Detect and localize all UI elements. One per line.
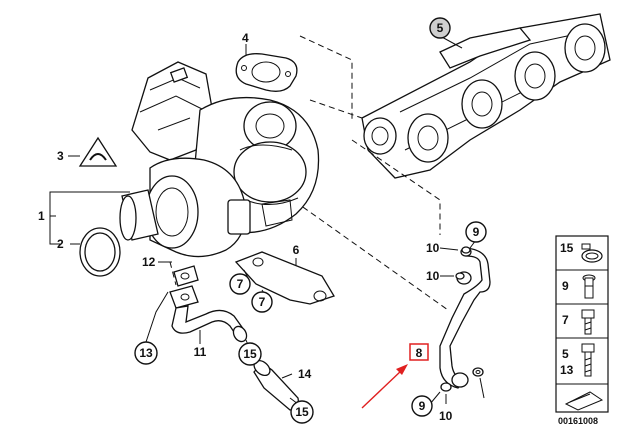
legend-item-15: 15 — [560, 241, 574, 255]
washer-10a[interactable] — [461, 246, 471, 254]
hose-clamp-icon — [581, 243, 603, 263]
stud-bolt-icon — [581, 343, 595, 377]
turbocharger[interactable] — [119, 61, 320, 258]
callout-9b-badge: 9 — [411, 395, 433, 417]
callout-8: 8 — [416, 346, 423, 360]
washer-10c[interactable] — [472, 367, 484, 377]
callout-3: 3 — [57, 149, 64, 163]
exhaust-manifold[interactable] — [361, 13, 611, 179]
o-ring[interactable] — [79, 227, 121, 277]
callout-2: 2 — [57, 237, 64, 251]
callout-9a-badge: 9 — [465, 221, 487, 243]
callout-14: 14 — [298, 367, 312, 381]
callout-12: 12 — [142, 255, 156, 269]
callout-10a: 10 — [426, 241, 440, 255]
callout-15b: 15 — [295, 405, 309, 419]
callout-13: 13 — [139, 346, 153, 360]
callout-9b: 9 — [419, 399, 426, 413]
seal-ring-icon — [564, 391, 604, 411]
hex-bolt-icon — [581, 309, 595, 335]
callout-4: 4 — [242, 31, 249, 45]
oil-hose[interactable] — [251, 358, 299, 411]
warning-label[interactable] — [78, 136, 118, 167]
turbo-gasket[interactable] — [235, 53, 298, 92]
callout-6: 6 — [293, 243, 300, 257]
oil-feed-line[interactable] — [439, 247, 491, 389]
callout-7b-badge: 7 — [251, 291, 273, 313]
legend-item-13: 13 — [560, 363, 574, 377]
callout-11: 11 — [194, 345, 207, 359]
bolt-9b[interactable] — [440, 382, 452, 392]
callout-7a-badge: 7 — [229, 273, 251, 295]
support-bracket[interactable] — [234, 251, 335, 305]
legend-item-7: 7 — [562, 313, 569, 327]
callout-8-box: 8 — [409, 343, 429, 361]
hardware-legend: 15 9 7 5 13 — [555, 235, 609, 413]
callout-7b: 7 — [259, 295, 266, 309]
callout-1: 1 — [38, 209, 45, 223]
banjo-bolt-icon — [582, 274, 596, 299]
legend-item-9: 9 — [562, 279, 569, 293]
diagram-id: 00161008 — [558, 416, 598, 426]
callout-9a: 9 — [473, 225, 480, 239]
oil-return-line[interactable] — [169, 265, 249, 344]
callout-15b-badge: 15 — [290, 400, 314, 424]
highlight-arrow — [361, 364, 408, 409]
callout-7a: 7 — [237, 277, 244, 291]
callout-10c: 10 — [439, 409, 453, 423]
washer-10b[interactable] — [455, 272, 465, 280]
callout-15a: 15 — [243, 347, 257, 361]
callout-5: 5 — [437, 21, 444, 35]
callout-10b: 10 — [426, 269, 440, 283]
callout-13-badge: 13 — [134, 341, 158, 365]
callout-15a-badge: 15 — [238, 342, 262, 366]
callout-5-badge: 5 — [429, 17, 451, 39]
legend-item-5: 5 — [562, 347, 569, 361]
